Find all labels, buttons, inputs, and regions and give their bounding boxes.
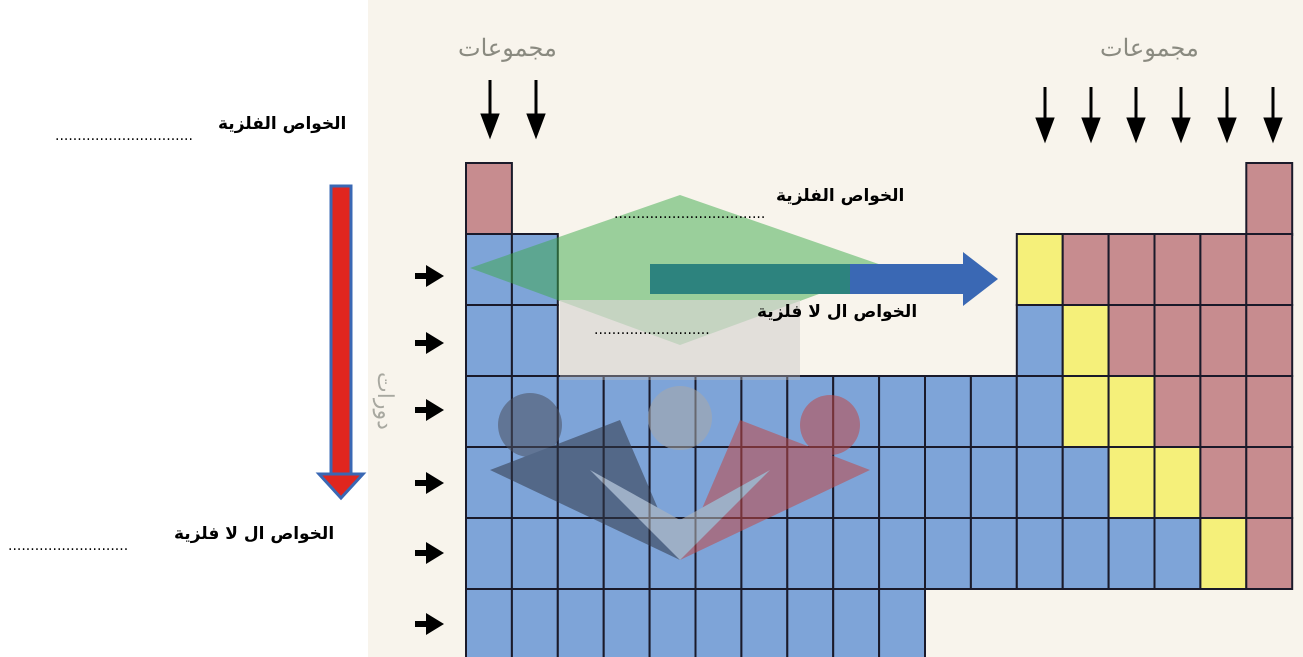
element-cell — [1245, 233, 1294, 306]
period-arrow-4 — [415, 399, 444, 421]
element-cell — [1199, 375, 1248, 448]
group-arrow-2 — [526, 80, 546, 140]
groups-header-left: مجموعات — [458, 34, 557, 62]
element-cell — [1061, 233, 1110, 306]
element-cell — [1107, 517, 1156, 590]
element-cell — [556, 588, 605, 657]
element-cell — [1015, 446, 1064, 519]
element-cell — [740, 588, 789, 657]
periods-label: دورات — [372, 372, 397, 430]
element-cell — [510, 588, 559, 657]
element-cell — [1153, 304, 1202, 377]
element-cell — [1107, 304, 1156, 377]
element-cell — [1199, 517, 1248, 590]
element-cell — [969, 517, 1018, 590]
element-cell — [969, 375, 1018, 448]
left-top-dots: ............................... — [55, 128, 193, 144]
element-cell — [694, 588, 743, 657]
element-cell — [1199, 446, 1248, 519]
group-arrow-15 — [1126, 87, 1146, 144]
period-arrow-3 — [415, 332, 444, 354]
element-cell — [878, 588, 926, 657]
element-cell — [1107, 233, 1156, 306]
element-cell — [1015, 304, 1064, 377]
vertical-trend-arrow — [315, 184, 367, 501]
groups-header-right: مجموعات — [1100, 34, 1199, 62]
element-cell — [924, 375, 972, 448]
element-cell — [1107, 375, 1156, 448]
element-cell — [1015, 233, 1064, 306]
element-cell — [1199, 304, 1248, 377]
element-cell — [1061, 375, 1110, 448]
group-arrow-16 — [1171, 87, 1191, 144]
horizontal-trend-arrow — [650, 252, 998, 306]
element-cell — [1245, 304, 1294, 377]
element-cell — [878, 517, 926, 590]
element-cell — [1153, 446, 1202, 519]
group-arrow-17 — [1217, 87, 1237, 144]
element-cell — [924, 517, 972, 590]
element-cell — [878, 446, 926, 519]
element-cell — [510, 517, 559, 590]
element-cell — [969, 446, 1018, 519]
element-cell — [556, 517, 605, 590]
element-cell — [832, 517, 881, 590]
element-cell — [1015, 375, 1064, 448]
element-cell — [1061, 446, 1110, 519]
group-arrow-1 — [480, 80, 500, 140]
period-arrow-6 — [415, 542, 444, 564]
element-cell — [1245, 446, 1294, 519]
center-bottom-dots: .......................... — [594, 322, 710, 338]
period-arrows — [415, 265, 444, 635]
element-cell — [1107, 446, 1156, 519]
element-cell — [1199, 233, 1248, 306]
left-bottom-dots: ........................... — [8, 538, 129, 554]
element-cell — [1245, 517, 1294, 590]
group-arrow-13 — [1035, 87, 1055, 144]
element-cell — [465, 233, 513, 306]
element-cell — [1015, 517, 1064, 590]
period-arrow-5 — [415, 472, 444, 494]
element-cell — [510, 304, 559, 377]
center-bottom-label: الخواص ال لا فلزية — [757, 302, 918, 322]
element-cell — [465, 304, 513, 377]
element-cell — [1153, 517, 1202, 590]
left-top-label: الخواص الفلزية — [218, 114, 347, 134]
element-cell — [1153, 233, 1202, 306]
element-cell — [924, 446, 972, 519]
center-top-label: الخواص الفلزية — [776, 186, 905, 206]
element-cell — [1245, 162, 1294, 236]
group-arrow-14 — [1081, 87, 1101, 144]
element-cell — [786, 517, 835, 590]
element-cell — [465, 517, 513, 590]
element-cell — [1245, 375, 1294, 448]
element-cell — [1153, 375, 1202, 448]
element-cell — [648, 588, 697, 657]
left-bottom-label: الخواص ال لا فلزية — [174, 524, 335, 544]
periodic-table-cells — [465, 162, 1294, 657]
element-cell — [832, 588, 881, 657]
center-top-dots: .................................. — [614, 206, 766, 222]
element-cell — [878, 375, 926, 448]
group-arrow-18 — [1263, 87, 1283, 144]
element-cell — [465, 446, 513, 519]
element-cell — [602, 588, 651, 657]
group-arrows — [480, 80, 1283, 144]
element-cell — [1061, 304, 1110, 377]
element-cell — [1061, 517, 1110, 590]
period-arrow-7 — [415, 613, 444, 635]
element-cell — [786, 588, 835, 657]
element-cell — [465, 162, 513, 236]
element-cell — [465, 588, 513, 657]
period-arrow-2 — [415, 265, 444, 287]
element-cell — [740, 517, 789, 590]
